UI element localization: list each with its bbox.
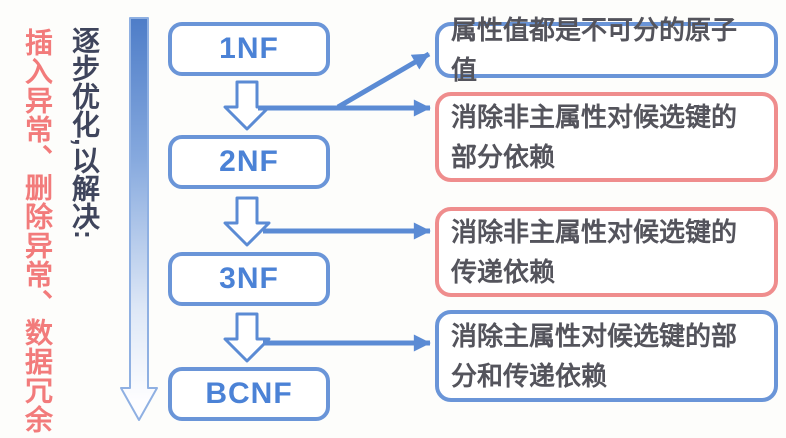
node-1nf: 1NF xyxy=(168,22,330,76)
node-bcnf: BCNF xyxy=(168,367,330,421)
description-box-2nf: 消除非主属性对候选键的部分依赖 xyxy=(435,92,778,182)
node-label: 3NF xyxy=(219,262,279,295)
anomalies-vertical-label: 插入异常、删除异常、数据冗余 xyxy=(22,28,53,434)
node-label: BCNF xyxy=(205,377,293,410)
description-text: 消除主属性对候选键的部分和传递依赖 xyxy=(451,321,738,391)
description-box-3nf: 消除非主属性对候选键的传递依赖 xyxy=(435,207,778,297)
down-arrow-icon xyxy=(223,312,271,363)
node-3nf: 3NF xyxy=(168,252,330,306)
node-label: 2NF xyxy=(219,145,279,178)
node-2nf: 2NF xyxy=(168,135,330,189)
description-box-1nf: 属性值都是不可分的原子值 xyxy=(435,15,778,85)
description-text: 属性值都是不可分的原子值 xyxy=(451,15,738,85)
description-box-bcnf: 消除主属性对候选键的部分和传递依赖 xyxy=(435,310,778,402)
description-text: 消除非主属性对候选键的传递依赖 xyxy=(451,217,738,287)
node-label: 1NF xyxy=(219,32,279,65)
connector-arrow-1nf-desc xyxy=(336,51,431,110)
progressive-refinement-arrow-icon xyxy=(120,17,158,421)
description-text: 消除非主属性对候选键的部分依赖 xyxy=(451,102,738,172)
down-arrow-icon xyxy=(223,80,271,131)
optimize-vertical-label: 逐步优化,以解决: xyxy=(69,26,100,240)
down-arrow-icon xyxy=(223,196,271,247)
